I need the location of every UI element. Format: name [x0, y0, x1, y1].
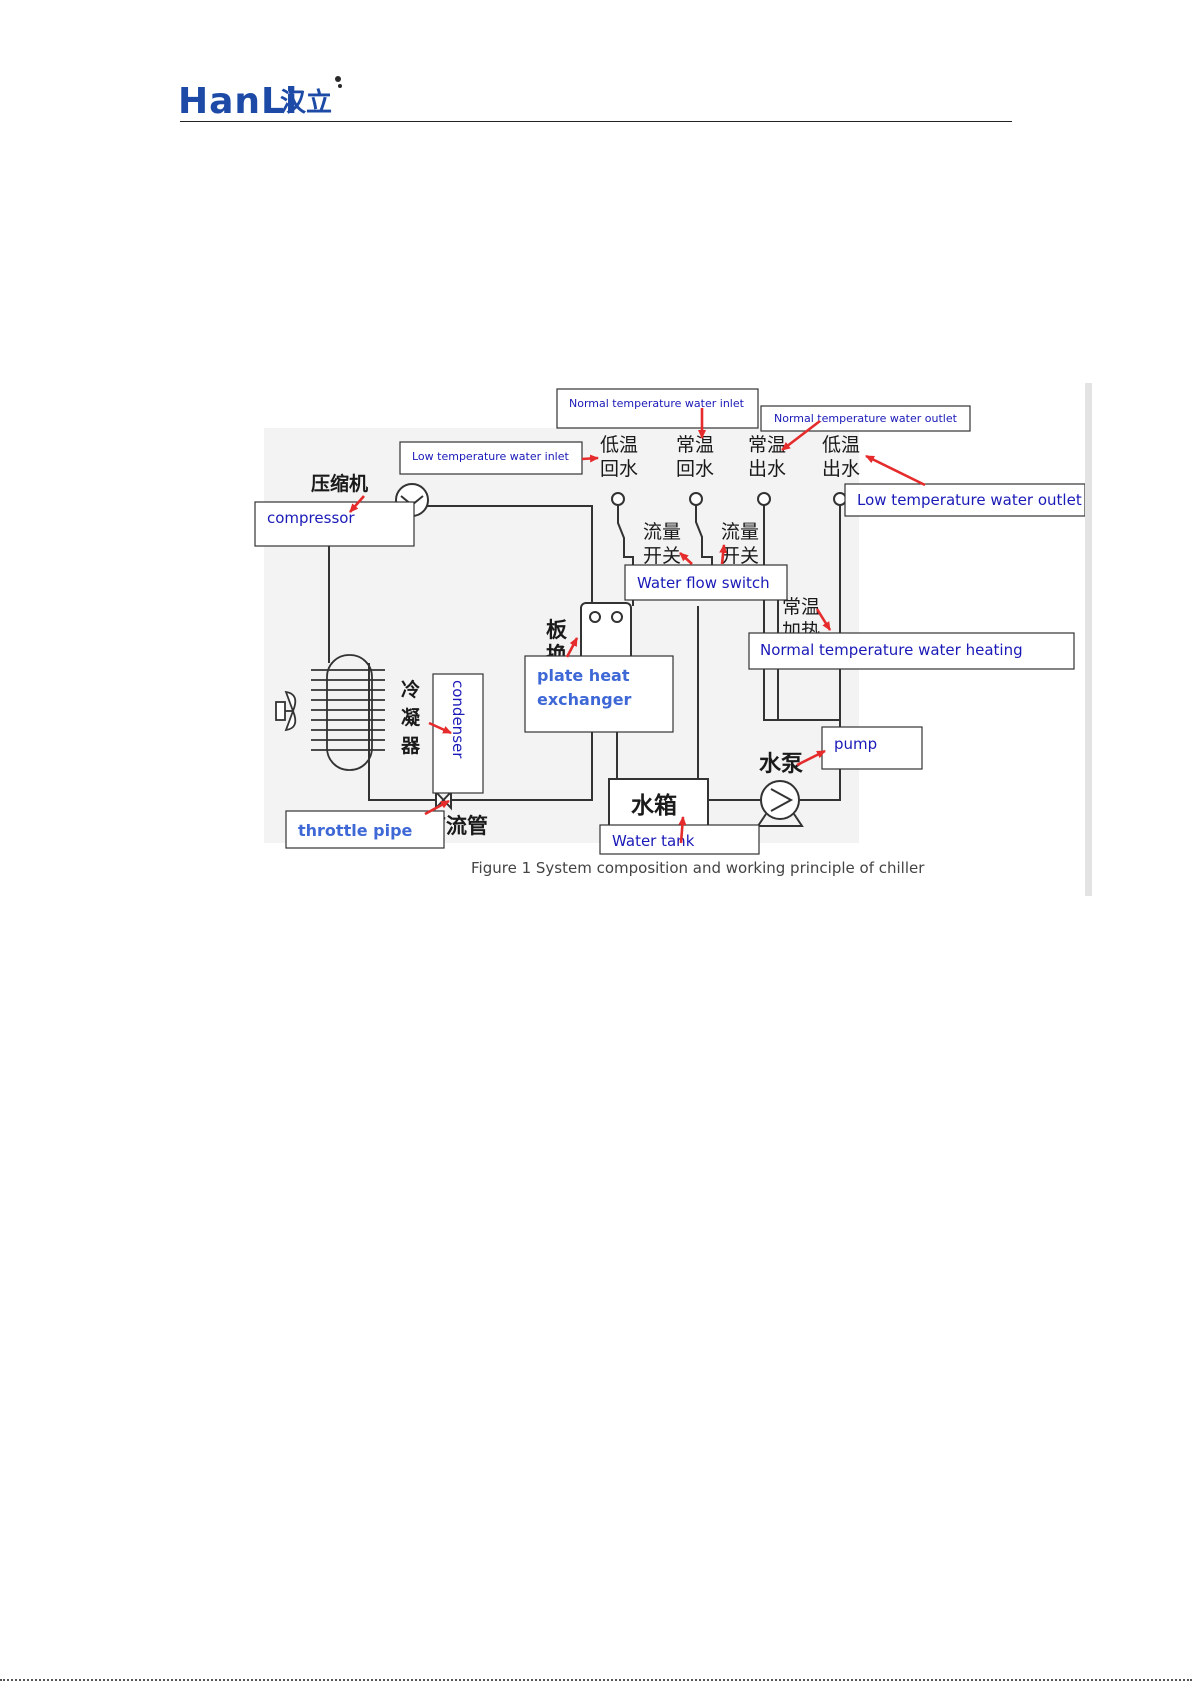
logo-latin-text: HanLi	[178, 81, 299, 122]
cn-condenser-2: 凝	[401, 706, 421, 729]
callout-box-plate	[524, 655, 674, 733]
cn-pump: 水泵	[759, 752, 803, 777]
fan-icon	[275, 690, 297, 732]
cn-tank: 水箱	[631, 792, 677, 819]
callout-box-flow-switch	[624, 564, 788, 601]
cn-condenser-3: 器	[400, 735, 421, 757]
callout-throttle-pipe: throttle pipe	[298, 821, 413, 840]
callout-compressor: compressor	[267, 509, 355, 527]
cn-normal-return-2: 回水	[676, 458, 714, 480]
arrow-heating	[815, 608, 832, 631]
condenser-coil	[311, 654, 385, 771]
arrow-tank	[678, 816, 687, 844]
chiller-diagram: 压缩机 低温 回水 常温 回水 常温 出水 低温 出水 流量 开关 流量 开关 …	[254, 388, 1086, 877]
figure-caption: Figure 1 System composition and working …	[471, 859, 925, 877]
cn-flow-switch-b-2: 开关	[721, 545, 759, 567]
callout-low-water-inlet: Low temperature water inlet	[412, 450, 569, 463]
arrow-throttle	[424, 799, 450, 816]
callout-labels: Normal temperature water inlet Normal te…	[267, 397, 1082, 850]
arrow-flow-switch-b	[719, 544, 728, 565]
callout-pump: pump	[834, 735, 877, 753]
cn-flow-switch-a-2: 开关	[643, 545, 681, 567]
cn-low-outlet-1: 低温	[822, 434, 860, 456]
callout-box-tank	[599, 824, 760, 855]
callout-normal-water-heating: Normal temperature water heating	[760, 641, 1023, 659]
cn-low-return-2: 回水	[600, 458, 638, 480]
callout-box-normal-outlet	[760, 405, 971, 432]
callout-plate-heat-2: exchanger	[537, 690, 632, 709]
callout-normal-water-inlet: Normal temperature water inlet	[569, 397, 745, 410]
arrow-low-outlet	[865, 454, 926, 487]
cn-normal-outlet-1: 常温	[748, 434, 786, 456]
callout-normal-water-outlet: Normal temperature water outlet	[774, 412, 958, 425]
callout-low-water-outlet: Low temperature water outlet	[857, 491, 1082, 509]
callout-box-heating	[748, 632, 1075, 670]
water-tank-symbol	[608, 778, 709, 829]
pump-icon	[756, 780, 804, 827]
arrow-condenser	[428, 721, 452, 735]
image-edge-bar	[1085, 383, 1092, 896]
callout-box-condenser	[432, 673, 484, 794]
arrow-compressor	[349, 495, 365, 513]
cn-normal-outlet-2: 出水	[748, 458, 786, 480]
callout-box-pump	[821, 726, 923, 770]
cn-plate-1: 板	[546, 618, 568, 642]
callout-water-tank: Water tank	[612, 832, 695, 850]
logo-chinese-text: 汉立	[280, 88, 333, 118]
arrow-plate	[565, 637, 579, 658]
cn-flow-switch-b-1: 流量	[721, 521, 759, 543]
callout-condenser: condenser	[449, 680, 467, 759]
footer-dotted-rule	[0, 1679, 1192, 1681]
cn-low-return-1: 低温	[600, 434, 638, 456]
arrow-flow-switch-a	[679, 552, 693, 565]
callout-box-normal-inlet	[556, 388, 759, 429]
cn-flow-switch-a-1: 流量	[643, 521, 681, 543]
callout-boxes	[254, 388, 1086, 855]
arrow-low-inlet	[581, 454, 599, 463]
pointer-arrows	[349, 408, 926, 844]
callout-box-throttle	[285, 810, 445, 849]
cn-low-outlet-2: 出水	[822, 458, 860, 480]
arrow-normal-outlet	[781, 419, 821, 452]
callout-water-flow-switch: Water flow switch	[637, 574, 770, 592]
cn-condenser-1: 冷	[401, 678, 420, 701]
callout-plate-heat-1: plate heat	[537, 666, 630, 685]
header-rule	[180, 121, 1012, 122]
inlet-outlet-ports	[611, 492, 847, 506]
cn-compressor: 压缩机	[311, 472, 368, 495]
callout-box-compressor	[254, 501, 415, 547]
cn-heating-1: 常温	[782, 596, 820, 618]
callout-box-low-outlet	[844, 483, 1086, 517]
callout-box-low-inlet	[399, 441, 583, 475]
arrow-pump	[796, 749, 826, 767]
cn-normal-return-1: 常温	[676, 434, 714, 456]
page-header: HanLi 汉立	[0, 0, 1192, 130]
